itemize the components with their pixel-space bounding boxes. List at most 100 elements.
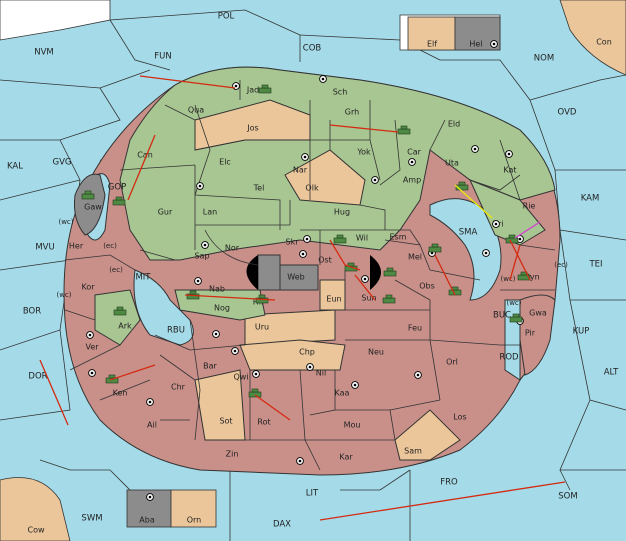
- territory-web[interactable]: [279, 264, 319, 291]
- supply-center-dot: [416, 373, 420, 377]
- army-unit-icon[interactable]: [112, 196, 126, 206]
- order-arrow: [184, 294, 276, 301]
- territory-pir[interactable]: [519, 294, 556, 376]
- supply-center-dot: [233, 349, 237, 353]
- label-hug: Hug: [334, 208, 350, 217]
- army-unit-icon[interactable]: [81, 190, 95, 200]
- army-unit-icon[interactable]: [428, 243, 442, 253]
- army-unit-icon[interactable]: [105, 374, 119, 384]
- label-ken: Ken: [113, 389, 128, 398]
- label-coast-ec-2: (ec): [109, 266, 123, 274]
- label-mvu: MVU: [35, 243, 54, 253]
- label-kar: Kar: [339, 453, 353, 462]
- label-fro: FRO: [440, 478, 458, 488]
- supply-center-dot: [90, 371, 94, 375]
- army-unit-icon[interactable]: [255, 294, 269, 304]
- label-pol: POL: [218, 12, 235, 22]
- territory-bri-rie[interactable]: [469, 179, 546, 246]
- label-alt: ALT: [604, 368, 619, 378]
- label-con: Con: [596, 38, 612, 47]
- supply-center-dot: [234, 84, 238, 88]
- label-olk: Olk: [305, 184, 319, 193]
- label-car: Car: [407, 148, 421, 157]
- territory-cow[interactable]: [0, 477, 71, 541]
- army-unit-icon[interactable]: [258, 84, 272, 94]
- label-can: Can: [137, 151, 153, 160]
- label-ail: Ail: [147, 421, 157, 430]
- label-coast-wc-3: (wc): [500, 275, 515, 283]
- label-byn: Byn: [524, 273, 539, 282]
- supply-center-dot: [203, 243, 207, 247]
- label-tel: Tel: [253, 184, 265, 193]
- territory-chp[interactable]: [239, 339, 346, 371]
- label-qua: Qua: [188, 106, 204, 115]
- label-uru: Uru: [255, 323, 269, 332]
- territory-ark[interactable]: [94, 289, 141, 346]
- order-arrow: [139, 75, 236, 89]
- label-ark: Ark: [118, 322, 132, 331]
- label-eld: Eld: [448, 120, 460, 129]
- army-unit-icon[interactable]: [113, 306, 127, 316]
- label-kat: Kat: [503, 166, 516, 175]
- territory-elf[interactable]: [407, 16, 456, 51]
- label-lit: LIT: [306, 489, 319, 499]
- territory-gaw[interactable]: [74, 173, 106, 236]
- territory-uru[interactable]: [244, 309, 336, 346]
- supply-center-dot: [484, 251, 488, 255]
- army-unit-icon[interactable]: [186, 290, 200, 300]
- label-gur: Gur: [158, 208, 173, 217]
- order-arrow: [39, 359, 69, 426]
- army-unit-icon[interactable]: [382, 294, 396, 304]
- label-ost: Ost: [318, 256, 332, 265]
- order-arrow: [509, 239, 531, 281]
- label-yok: Yok: [356, 148, 371, 157]
- label-pir: Pir: [525, 329, 536, 338]
- label-sun: Sun: [361, 294, 376, 303]
- label-nom: NOM: [534, 54, 554, 64]
- supply-center-dot: [308, 365, 312, 369]
- territory-olk[interactable]: [284, 149, 366, 206]
- label-mel: Mel: [408, 253, 422, 262]
- label-nvm: NVM: [34, 48, 54, 58]
- army-unit-icon[interactable]: [509, 313, 523, 323]
- label-gvg: GVG: [53, 158, 72, 168]
- label-rot: Rot: [257, 418, 270, 427]
- label-elc: Elc: [219, 158, 231, 167]
- order-arrow: [434, 254, 456, 296]
- label-eun: Eun: [326, 295, 341, 304]
- label-som: SOM: [558, 492, 577, 502]
- supply-center-dot: [518, 237, 522, 241]
- territory-orn[interactable]: [170, 489, 217, 528]
- supply-center-dot: [353, 383, 357, 387]
- label-her: Her: [69, 242, 84, 251]
- label-nab: Nab: [209, 285, 225, 294]
- label-dor: DOR: [28, 372, 47, 382]
- army-unit-icon[interactable]: [248, 388, 262, 398]
- supply-center-dot: [148, 495, 152, 499]
- army-unit-icon[interactable]: [455, 181, 469, 191]
- label-zin: Zin: [226, 450, 239, 459]
- label-swm: SWM: [81, 514, 102, 524]
- army-unit-icon[interactable]: [383, 267, 397, 277]
- supply-center-dot: [148, 400, 152, 404]
- label-los: Los: [453, 413, 466, 422]
- territory-web-left[interactable]: [257, 254, 281, 291]
- army-unit-icon[interactable]: [333, 234, 347, 244]
- label-bar: Bar: [203, 362, 217, 371]
- supply-center-dot: [321, 77, 325, 81]
- label-cow: Cow: [27, 526, 44, 535]
- label-rbu: RBU: [167, 326, 185, 336]
- label-feu: Feu: [408, 324, 422, 333]
- territory-sam[interactable]: [394, 409, 461, 461]
- order-arrow: [329, 239, 361, 271]
- label-sot: Sot: [219, 417, 232, 426]
- label-bor: BOR: [23, 307, 41, 317]
- label-kaa: Kaa: [335, 389, 350, 398]
- label-hel: Hel: [469, 40, 482, 49]
- label-wil: Wil: [356, 234, 368, 243]
- sea-borders: [0, 9, 626, 541]
- order-arrow: [354, 274, 376, 301]
- label-kor: Kor: [81, 283, 95, 292]
- supply-center-dot: [214, 332, 218, 336]
- label-sma: SMA: [459, 228, 478, 238]
